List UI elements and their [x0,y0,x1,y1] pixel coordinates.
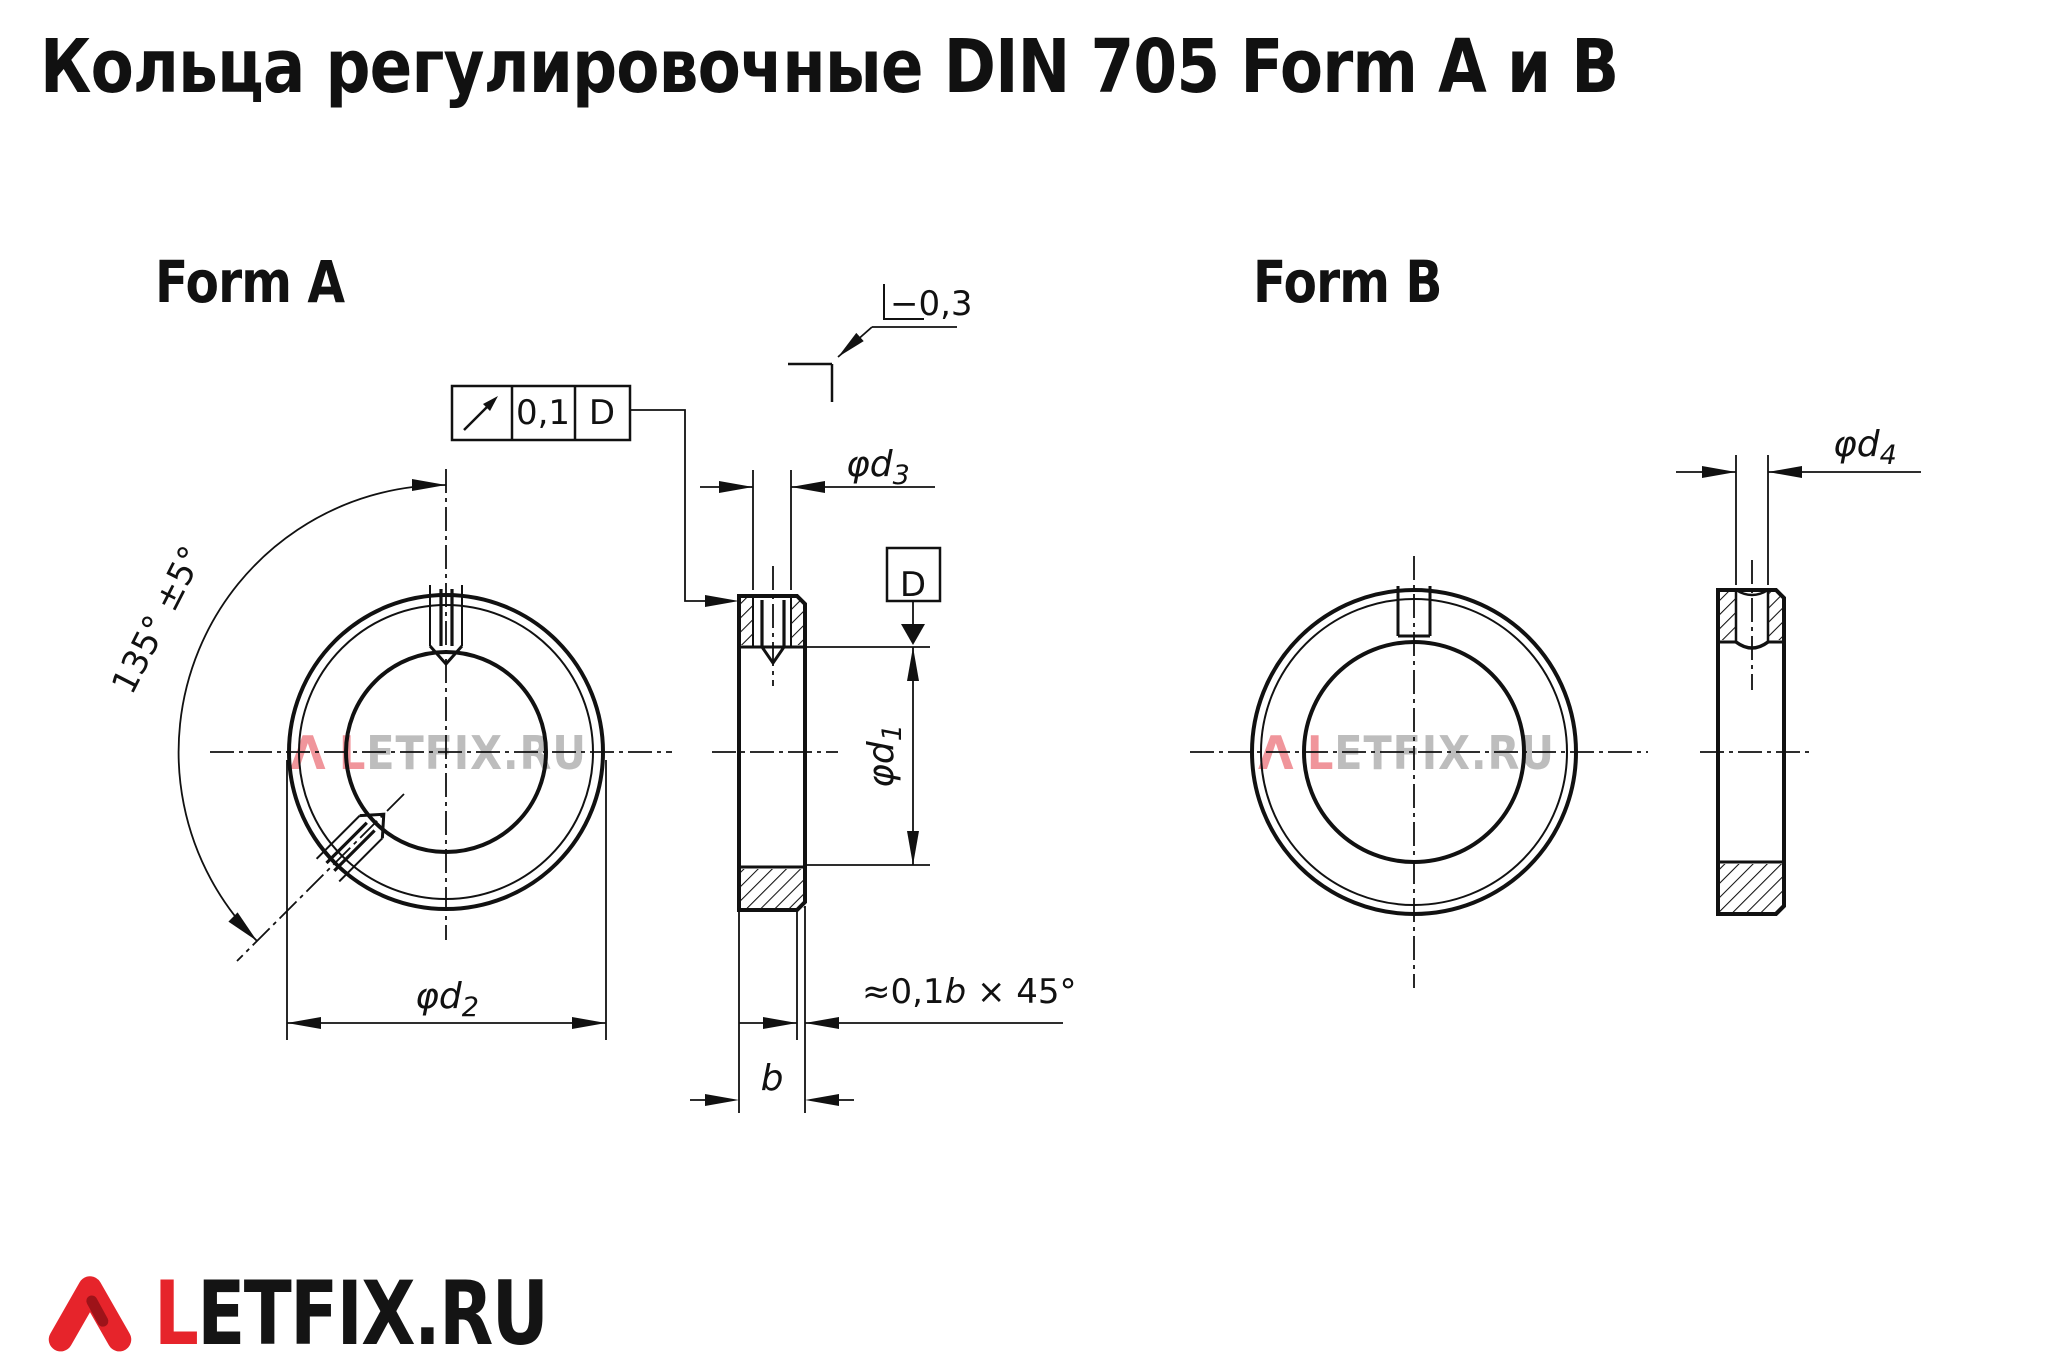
datum-triangle [901,624,925,645]
side-outline [1716,588,1786,916]
watermark-lead-letter: L [338,726,366,780]
angle-dimension-label: 135° ±5° [104,540,212,701]
runout-tolerance-value: 0,1 [516,393,570,433]
edge-note-arrow [838,332,864,357]
d3-arrow-left [719,481,753,493]
callout-leader [630,409,733,602]
d3-dimension-label: φd3 [846,444,910,491]
chamfer-arrow-left [763,1017,797,1029]
form-b-side-view [1676,455,1921,916]
chamfer-dimension-label: ≈0,1b × 45° [862,972,1077,1012]
runout-datum-ref: D [589,393,615,433]
d1-arrow-bottom [907,831,919,865]
d4-dimension-label: φd4 [1833,424,1897,471]
d1-dimension-label: φd1 [861,724,908,788]
form-a-hole-axis-line [236,793,405,962]
watermark-letfix-form-a: Λ LETFIX.RU [290,726,614,780]
side-bottom-hatch [1718,864,1784,912]
d3-arrow-right [791,481,825,493]
page-title: Кольца регулировочные DIN 705 Form A и B [40,24,1619,110]
logo-rest-text: ETFIX.RU [197,1261,549,1365]
watermark-lead-letter: L [1306,726,1334,780]
section-bottom-hatch [739,869,805,908]
arc-arrowhead-top [412,479,446,491]
form-a-front-view [177,469,672,1040]
side-top-hatch-right [1768,592,1782,640]
b-dimension-label: b [761,1058,784,1099]
letfix-chevron-watermark-icon: Λ [290,726,327,780]
letfix-chevron-watermark-icon: Λ [1258,726,1295,780]
callout-leader-arrow [705,595,739,607]
form-a-section-view [450,284,1063,1113]
d2-arrow-right [572,1017,606,1029]
d2-dimension-label: φd2 [415,976,479,1023]
d4-arrow-right [1768,466,1802,478]
d1-arrow-top [907,647,919,681]
letfix-chevron-icon [48,1276,132,1352]
section-outline [737,594,807,912]
angle-dimension-arc [177,484,447,942]
section-top-hatch-right [791,600,805,645]
section-top-hatch-left [739,598,753,645]
chamfer-arrow-right [805,1017,839,1029]
watermark-rest-text: ETFIX.RU [365,726,587,780]
letfix-logo: LETFIX.RU [46,1268,646,1357]
d2-arrow-left [287,1017,321,1029]
d4-arrow-left [1702,466,1736,478]
arc-arrowhead-bottom [228,912,257,941]
b-arrow-right [805,1094,839,1106]
b-arrow-left [705,1094,739,1106]
form-b-label: Form B [1253,248,1442,316]
side-top-hatch-left [1718,592,1736,640]
watermark-letfix-form-b: Λ LETFIX.RU [1258,726,1582,780]
edge-note-label: −0,3 [890,284,973,324]
form-b-front-view [1190,556,1648,988]
form-a-label: Form A [155,248,345,316]
logo-lead-letter: L [154,1261,199,1365]
datum-feature-letter: D [900,565,926,605]
side-hole-near-edge [1735,588,1769,597]
watermark-rest-text: ETFIX.RU [1333,726,1555,780]
datum-feature-box [885,546,942,603]
